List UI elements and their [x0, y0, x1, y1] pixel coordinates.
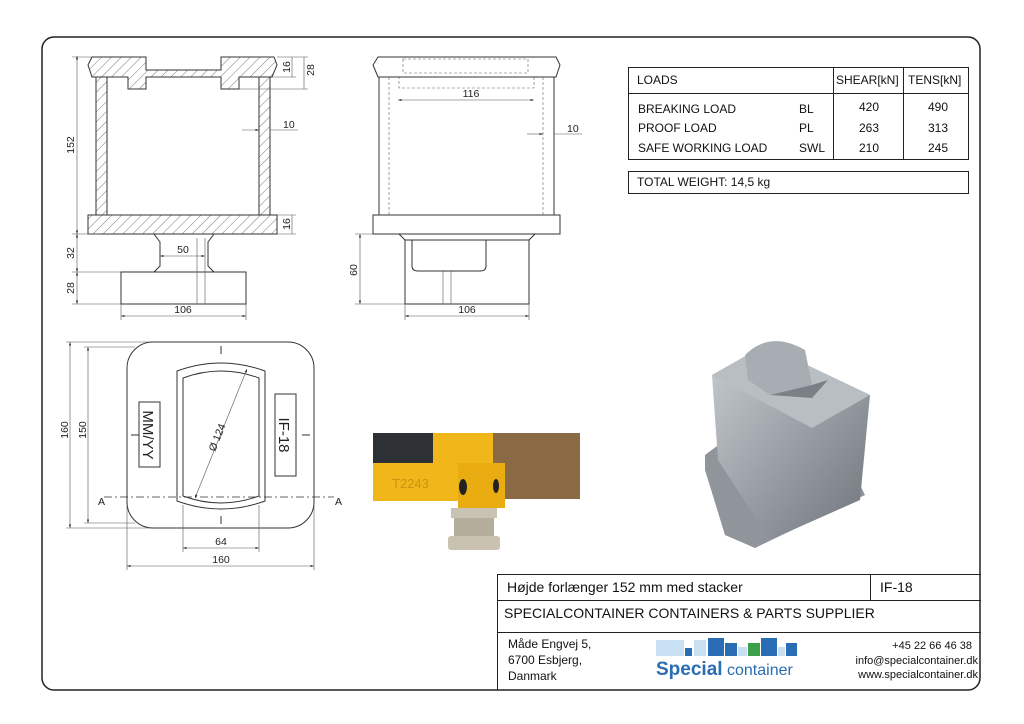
company-name: SPECIALCONTAINER CONTAINERS & PARTS SUPP…	[504, 605, 875, 621]
section-view: 152 16 28 10 16 32 28 50 106	[65, 56, 317, 320]
header-tens: TENS[kN]	[908, 73, 962, 87]
section-mark-right: A	[335, 496, 342, 508]
row-abbr: PL	[799, 121, 814, 135]
dim-16-bottom: 16	[281, 218, 293, 230]
dim-diameter-124: Ø 124	[207, 422, 229, 453]
row-shear: 263	[859, 121, 880, 135]
table-col-divider	[903, 67, 904, 160]
container-corner-photo: T2243	[373, 433, 580, 550]
title-col-divider	[870, 574, 871, 600]
email-link[interactable]: info@specialcontainer.dk	[855, 655, 978, 667]
address-line: Måde Engvej 5,	[508, 637, 592, 651]
part-number: IF-18	[880, 579, 913, 595]
total-weight-box	[628, 171, 969, 194]
header-loads: LOADS	[637, 73, 678, 87]
top-view: MM/YY IF-18 Ø 124 160 150 64 160 A A	[59, 341, 342, 570]
part-description: Højde forlænger 152 mm med stacker	[507, 579, 743, 595]
dim-16-top: 16	[281, 61, 293, 73]
header-shear: SHEAR[kN]	[836, 73, 899, 87]
row-tens: 245	[928, 141, 949, 155]
row-label: SAFE WORKING LOAD	[638, 141, 768, 155]
dim-32: 32	[65, 247, 77, 259]
title-divider	[497, 632, 981, 633]
logo-word-container: container	[727, 662, 793, 679]
row-abbr: SWL	[799, 141, 826, 155]
dim-106-side: 106	[458, 304, 476, 316]
dim-10: 10	[283, 119, 295, 131]
section-mark-left: A	[98, 496, 105, 508]
dim-160-horizontal: 160	[212, 554, 230, 566]
phone: +45 22 66 46 38	[892, 640, 972, 652]
address-line: Danmark	[508, 669, 557, 683]
website-link[interactable]: www.specialcontainer.dk	[858, 669, 978, 681]
dim-60: 60	[348, 264, 360, 276]
casting-photo	[705, 341, 870, 548]
table-header-divider	[628, 93, 969, 94]
logo-word-special: Special	[656, 659, 723, 680]
marking-code: IF-18	[275, 417, 292, 452]
container-stamp: T2243	[392, 476, 429, 491]
sheet-border	[41, 36, 981, 691]
dim-116: 116	[463, 88, 480, 100]
dim-160-vertical: 160	[59, 421, 71, 439]
row-shear: 210	[859, 141, 880, 155]
dim-28: 28	[305, 64, 317, 76]
row-abbr: BL	[799, 102, 814, 116]
loads-table	[628, 67, 969, 160]
row-label: BREAKING LOAD	[638, 102, 737, 116]
dim-150: 150	[77, 421, 89, 439]
logo: Special container	[656, 659, 793, 681]
logo-blocks	[656, 638, 797, 658]
row-tens: 490	[928, 100, 949, 114]
table-col-divider	[833, 67, 834, 160]
dim-106: 106	[174, 304, 192, 316]
dim-10-side: 10	[567, 123, 579, 135]
address-line: 6700 Esbjerg,	[508, 653, 583, 667]
row-label: PROOF LOAD	[638, 121, 717, 135]
title-divider	[497, 600, 981, 601]
total-weight: TOTAL WEIGHT: 14,5 kg	[637, 175, 771, 189]
side-view: 116 10 60 106	[348, 56, 582, 320]
row-tens: 313	[928, 121, 949, 135]
dim-50: 50	[177, 244, 189, 256]
dim-28-base: 28	[65, 282, 77, 294]
row-shear: 420	[859, 100, 880, 114]
marking-date: MM/YY	[139, 410, 156, 459]
dim-152: 152	[65, 136, 77, 154]
dim-64: 64	[215, 536, 227, 548]
